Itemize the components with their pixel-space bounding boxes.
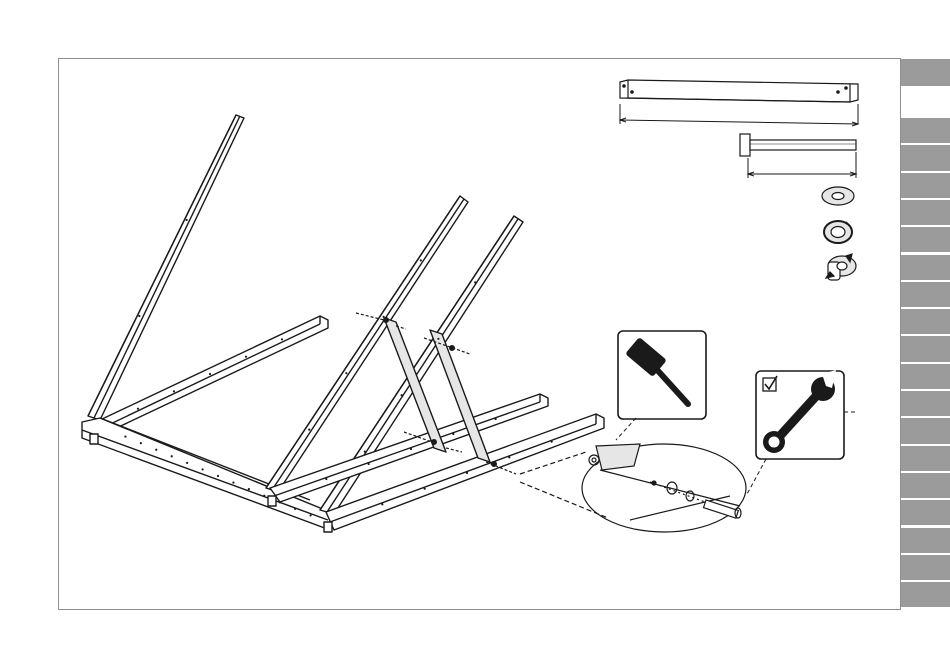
- tee-nut-icon: [826, 254, 856, 280]
- hole-dot: [452, 433, 454, 435]
- hole-dot: [364, 451, 366, 453]
- hole-dot: [263, 495, 265, 497]
- washer-icon: [822, 187, 854, 205]
- hole-dot: [345, 372, 347, 374]
- hole-dot: [474, 281, 476, 283]
- hole-dot: [248, 488, 250, 490]
- hole-dot: [437, 338, 439, 340]
- front-base-beam: [82, 418, 330, 530]
- hole-dot: [201, 468, 203, 470]
- hole-dot: [466, 472, 468, 474]
- hole-dot: [186, 219, 188, 221]
- bolt-detail-callout: [520, 444, 746, 532]
- hole-dot: [173, 390, 175, 392]
- hole-dot: [308, 429, 310, 431]
- frame-assembly: [82, 115, 604, 532]
- hole-dot: [410, 448, 412, 450]
- hole-dot: [137, 408, 139, 410]
- hole-dot: [508, 456, 510, 458]
- hole-dot: [171, 455, 173, 457]
- hole-dot: [245, 356, 247, 358]
- hole-dot: [124, 435, 126, 437]
- bolt-part-icon: [740, 134, 856, 178]
- beam-part-icon: [620, 80, 858, 126]
- checkbox-checked-icon: [763, 376, 777, 391]
- hole-dot: [138, 315, 140, 317]
- hole-dot: [551, 441, 553, 443]
- hole-dot: [401, 394, 403, 396]
- hole-dot: [309, 514, 311, 516]
- hole-dot: [186, 462, 188, 464]
- hole-dot: [281, 338, 283, 340]
- hole-dot: [140, 442, 142, 444]
- hole-dot: [279, 501, 281, 503]
- hole-dot: [424, 488, 426, 490]
- hole-dot: [495, 418, 497, 420]
- hole-dot: [232, 481, 234, 483]
- hole-dot: [217, 475, 219, 477]
- hole-dot: [368, 463, 370, 465]
- tool-wrench-box: [746, 370, 858, 496]
- tool-mallet-box: [616, 331, 706, 440]
- hole-dot: [420, 259, 422, 261]
- hole-dot: [155, 449, 157, 451]
- hole-dot: [381, 503, 383, 505]
- spring-washer-icon: [824, 221, 852, 243]
- hole-dot: [294, 508, 296, 510]
- hole-dot: [209, 373, 211, 375]
- parts-list: [620, 80, 858, 280]
- hole-dot: [325, 478, 327, 480]
